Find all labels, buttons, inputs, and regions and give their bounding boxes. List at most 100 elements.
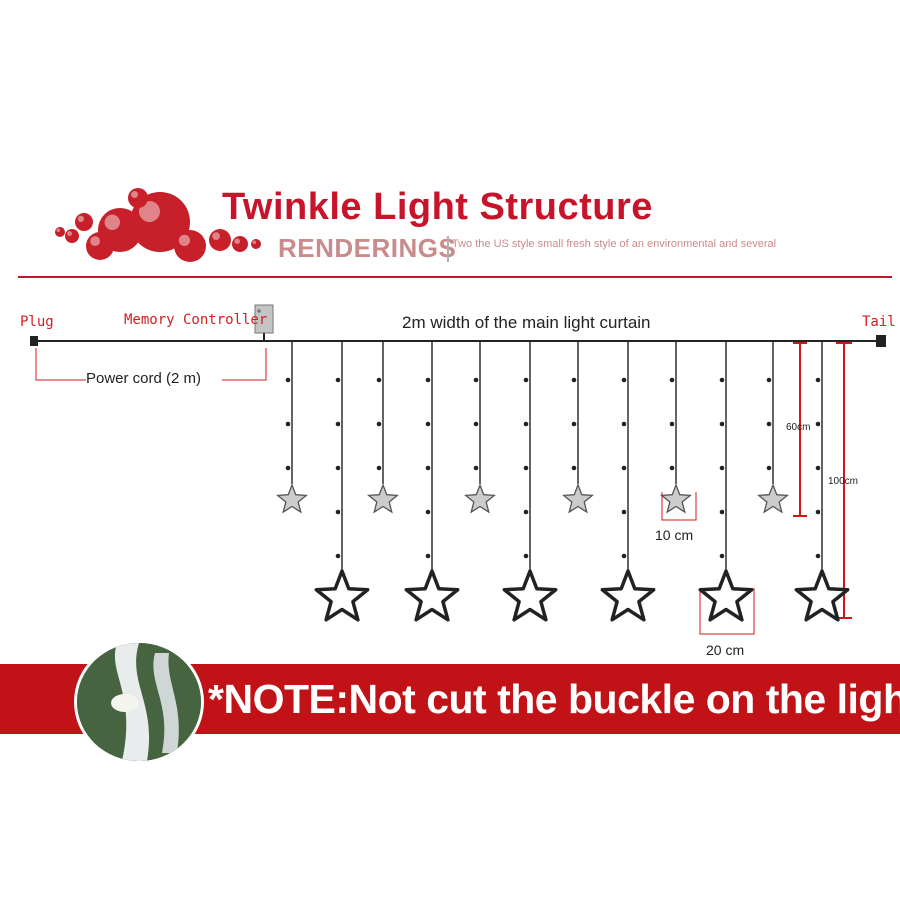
short-drop-label: 60cm xyxy=(786,422,811,433)
bead xyxy=(766,465,772,471)
small-star-light xyxy=(660,483,692,514)
bead xyxy=(335,465,341,471)
bead xyxy=(335,553,341,559)
ornament-ball xyxy=(55,227,65,237)
small-star-light xyxy=(276,483,308,514)
ornament-highlight xyxy=(56,228,60,232)
bead xyxy=(285,377,291,383)
bead xyxy=(523,377,529,383)
bead xyxy=(621,553,627,559)
bead xyxy=(425,509,431,515)
star-lights xyxy=(276,483,850,622)
small-star-light xyxy=(464,483,496,514)
ornament-highlight xyxy=(131,191,138,198)
controller-button-icon xyxy=(257,309,261,313)
bead xyxy=(815,509,821,515)
bead xyxy=(285,465,291,471)
ornament-ball xyxy=(65,229,79,243)
bead xyxy=(425,465,431,471)
bead xyxy=(815,421,821,427)
ornament-ball xyxy=(86,232,114,260)
bead xyxy=(335,421,341,427)
small-star-size-label: 10 cm xyxy=(655,527,694,543)
subtitle-description: Two the US style small fresh style of an… xyxy=(452,238,777,250)
bead xyxy=(473,465,479,471)
small-star-light xyxy=(757,483,789,514)
small-star-dimension xyxy=(661,492,697,521)
big-star-light xyxy=(404,569,460,622)
bead xyxy=(815,465,821,471)
ornament-ball xyxy=(232,236,248,252)
small-star-light xyxy=(562,483,594,514)
bead xyxy=(473,421,479,427)
power-cord-bracket-left xyxy=(35,348,86,381)
page-subtitle: RENDERINGS xyxy=(278,233,457,263)
tail-cap-icon xyxy=(876,335,886,347)
bead xyxy=(719,421,725,427)
plug-label: Plug xyxy=(20,314,54,330)
bead xyxy=(669,421,675,427)
main-width-label: 2m width of the main light curtain xyxy=(402,313,651,332)
bead xyxy=(571,377,577,383)
bead xyxy=(571,465,577,471)
ornament-highlight xyxy=(212,232,220,240)
page-title: Twinkle Light Structure xyxy=(222,186,653,228)
bead xyxy=(571,421,577,427)
small-star-light xyxy=(367,483,399,514)
big-star-size-label: 20 cm xyxy=(706,642,745,658)
bead xyxy=(719,509,725,515)
bead xyxy=(621,377,627,383)
bead xyxy=(523,553,529,559)
bead xyxy=(285,421,291,427)
ornament-ball xyxy=(251,239,261,249)
note-text: *NOTE:Not cut the buckle on the lights xyxy=(208,676,900,722)
power-cord-label: Power cord (2 m) xyxy=(86,370,202,387)
ornament-highlight xyxy=(104,214,121,230)
ornament-highlight xyxy=(252,240,256,244)
bead xyxy=(766,377,772,383)
power-cord-bracket-right xyxy=(222,348,267,381)
controller-label: Memory Controller xyxy=(124,312,268,328)
bead xyxy=(815,377,821,383)
ornament-highlight xyxy=(139,201,160,222)
bead xyxy=(376,377,382,383)
bead xyxy=(523,421,529,427)
bead xyxy=(425,421,431,427)
bead xyxy=(621,509,627,515)
long-drop-label: 100cm xyxy=(828,476,859,487)
big-star-light xyxy=(502,569,558,622)
dimension-markers xyxy=(35,342,852,635)
ornament-ball xyxy=(75,213,93,231)
bead xyxy=(719,377,725,383)
bead xyxy=(523,509,529,515)
bead xyxy=(376,421,382,427)
ornament-ball xyxy=(209,229,231,251)
ornament-ball xyxy=(174,230,206,262)
bead xyxy=(766,421,772,427)
bead xyxy=(335,377,341,383)
big-star-dimension xyxy=(699,588,755,635)
bead xyxy=(621,421,627,427)
bead xyxy=(376,465,382,471)
bead xyxy=(815,553,821,559)
bead xyxy=(669,377,675,383)
big-star-light xyxy=(314,569,370,622)
plug-icon xyxy=(30,336,38,346)
tail-label: Tail xyxy=(862,314,896,330)
bead xyxy=(669,465,675,471)
buckle-photo xyxy=(74,640,204,764)
bead xyxy=(335,509,341,515)
big-star-light xyxy=(600,569,656,622)
ornament-highlight xyxy=(67,231,73,236)
ornament-ball xyxy=(128,188,148,208)
big-star-light xyxy=(698,569,754,622)
bead xyxy=(473,377,479,383)
ornament-balls-decoration xyxy=(55,188,261,262)
bead xyxy=(719,465,725,471)
bead xyxy=(719,553,725,559)
big-star-light xyxy=(794,569,850,622)
bead xyxy=(621,465,627,471)
ornament-highlight xyxy=(77,215,84,223)
